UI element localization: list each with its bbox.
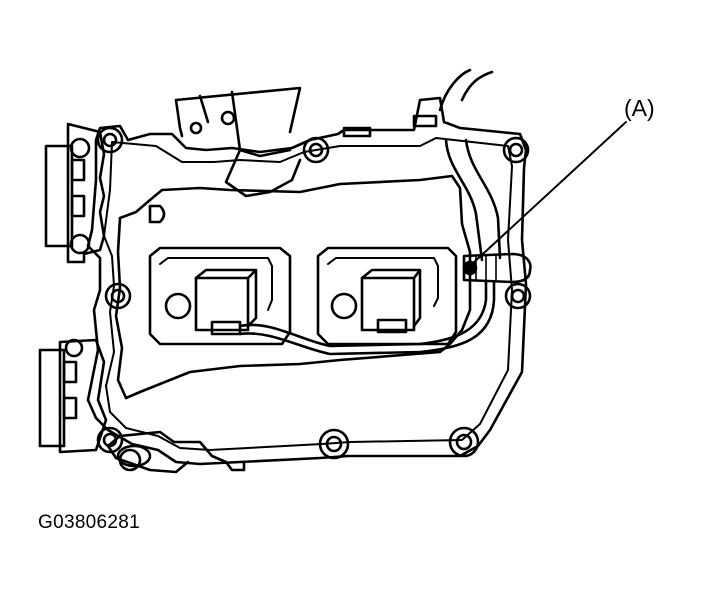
bottom-bracket [106, 430, 246, 474]
pipe-bolt-left [189, 121, 203, 135]
left-lower-tab1 [62, 360, 78, 384]
coil-connector-left [210, 320, 242, 336]
cover-bolts [96, 126, 532, 472]
ignition-coil-right [360, 276, 416, 332]
connector-a-ribs [475, 255, 497, 281]
callout-label-a: (A) [624, 95, 655, 121]
ignition-coil-left [194, 276, 250, 332]
left-upper-tab2 [70, 194, 86, 218]
connector-a[interactable] [462, 252, 532, 284]
coil-recess-right [316, 246, 458, 346]
coil-bolt-right [330, 292, 358, 320]
coolant-hose [438, 68, 502, 262]
left-lower-tab2 [62, 396, 78, 420]
left-upper-tab1 [70, 158, 86, 182]
d-marking [148, 204, 166, 224]
gasket-line [103, 137, 513, 451]
intake-pipe [174, 86, 302, 198]
connector-a-marker [462, 260, 478, 276]
coil-recess-left-inner [159, 257, 273, 311]
top-tab [342, 126, 372, 138]
center-raised-section [114, 174, 472, 400]
left-upper-bolt-bottom [69, 233, 91, 255]
coil-recess-right-inner [327, 257, 439, 307]
wiring-harness [238, 280, 496, 356]
callout-leader-line [471, 121, 627, 265]
top-tab-right [412, 114, 438, 128]
figure-code: G03806281 [38, 512, 141, 533]
coil-bolt-left [164, 292, 192, 320]
left-upper-bracket [66, 122, 106, 264]
pipe-bolt-right [220, 110, 236, 126]
ignition-coil-left-top [194, 268, 258, 328]
bottom-bracket-hole [116, 444, 152, 468]
left-upper-bolt-top [69, 137, 91, 159]
cover-outline [86, 96, 528, 466]
coil-connector-right [376, 318, 408, 334]
ignition-coil-right-top [360, 268, 422, 328]
left-lower-bolt-top [64, 338, 84, 358]
left-lower-bracket [58, 338, 108, 454]
